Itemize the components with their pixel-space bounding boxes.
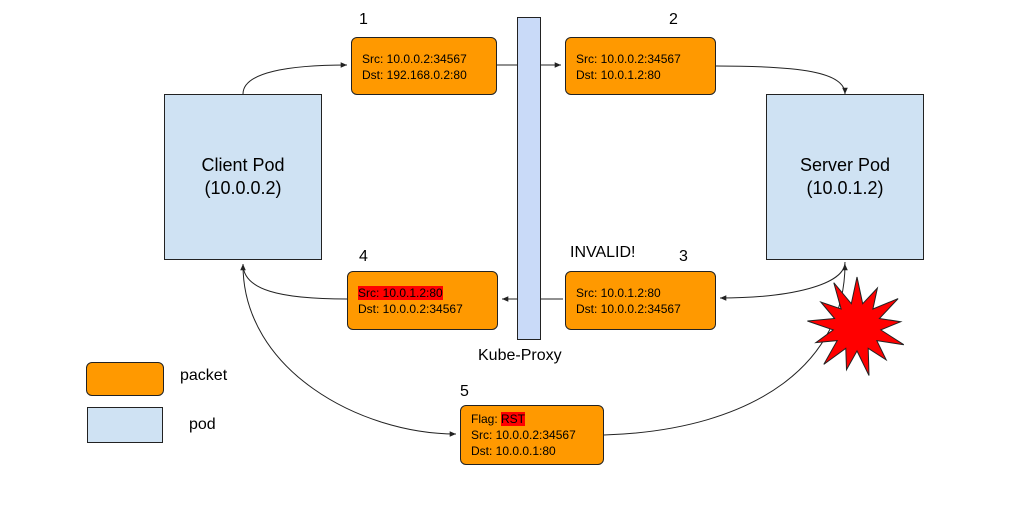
packet-4: Src: 10.0.1.2:80 Dst: 10.0.0.2:34567 — [347, 271, 498, 330]
client-pod-ip: (10.0.0.2) — [204, 178, 282, 198]
packet-1: Src: 10.0.0.2:34567 Dst: 192.168.0.2:80 — [351, 37, 497, 95]
arrow-client-to-packet5 — [242, 264, 457, 437]
client-pod-name: Client Pod — [201, 155, 285, 175]
server-pod: Server Pod (10.0.1.2) — [766, 94, 924, 260]
client-pod: Client Pod (10.0.0.2) — [164, 94, 322, 260]
arrow-packet2-to-server — [715, 65, 848, 95]
legend-packet-label: packet — [180, 367, 228, 384]
explosion-icon — [807, 276, 905, 376]
packet-5-flag-prefix: Flag: — [471, 412, 502, 426]
packet-3-dst: Dst: 10.0.0.2:34567 — [576, 302, 681, 316]
kube-proxy-label: Kube-Proxy — [478, 347, 562, 364]
packet-5-src: Src: 10.0.0.2:34567 — [471, 428, 576, 442]
packet-2-src: Src: 10.0.0.2:34567 — [576, 52, 681, 66]
packet-3: Src: 10.0.1.2:80 Dst: 10.0.0.2:34567 — [565, 271, 716, 330]
step-number-1: 1 — [359, 11, 368, 28]
packet-1-dst: Dst: 192.168.0.2:80 — [362, 68, 467, 82]
legend-packet-swatch — [86, 362, 164, 396]
legend-pod-swatch — [87, 407, 163, 443]
invalid-note: INVALID! — [570, 244, 636, 261]
arrow-packet4-to-client — [240, 263, 348, 300]
server-pod-name: Server Pod — [799, 155, 891, 175]
step-number-2: 2 — [669, 11, 678, 28]
step-number-4: 4 — [359, 248, 368, 265]
legend-pod-label: pod — [189, 416, 216, 433]
packet-5-dst: Dst: 10.0.0.1:80 — [471, 444, 556, 458]
step-number-5: 5 — [460, 383, 469, 400]
packet-4-src-highlighted: Src: 10.0.1.2:80 — [358, 286, 443, 300]
step-number-3: 3 — [679, 248, 688, 265]
packet-1-src: Src: 10.0.0.2:34567 — [362, 52, 467, 66]
arrow-client-to-packet1 — [242, 62, 348, 95]
packet-5: Flag: RST Src: 10.0.0.2:34567 Dst: 10.0.… — [460, 405, 604, 465]
packet-4-dst: Dst: 10.0.0.2:34567 — [358, 302, 463, 316]
kube-proxy-bar — [517, 17, 541, 340]
packet-3-src: Src: 10.0.1.2:80 — [576, 286, 661, 300]
packet-2: Src: 10.0.0.2:34567 Dst: 10.0.1.2:80 — [565, 37, 716, 95]
server-pod-ip: (10.0.1.2) — [806, 178, 884, 198]
packet-5-flag-rst: RST — [501, 412, 526, 426]
packet-2-dst: Dst: 10.0.1.2:80 — [576, 68, 661, 82]
arrow-server-to-packet3 — [719, 261, 846, 301]
